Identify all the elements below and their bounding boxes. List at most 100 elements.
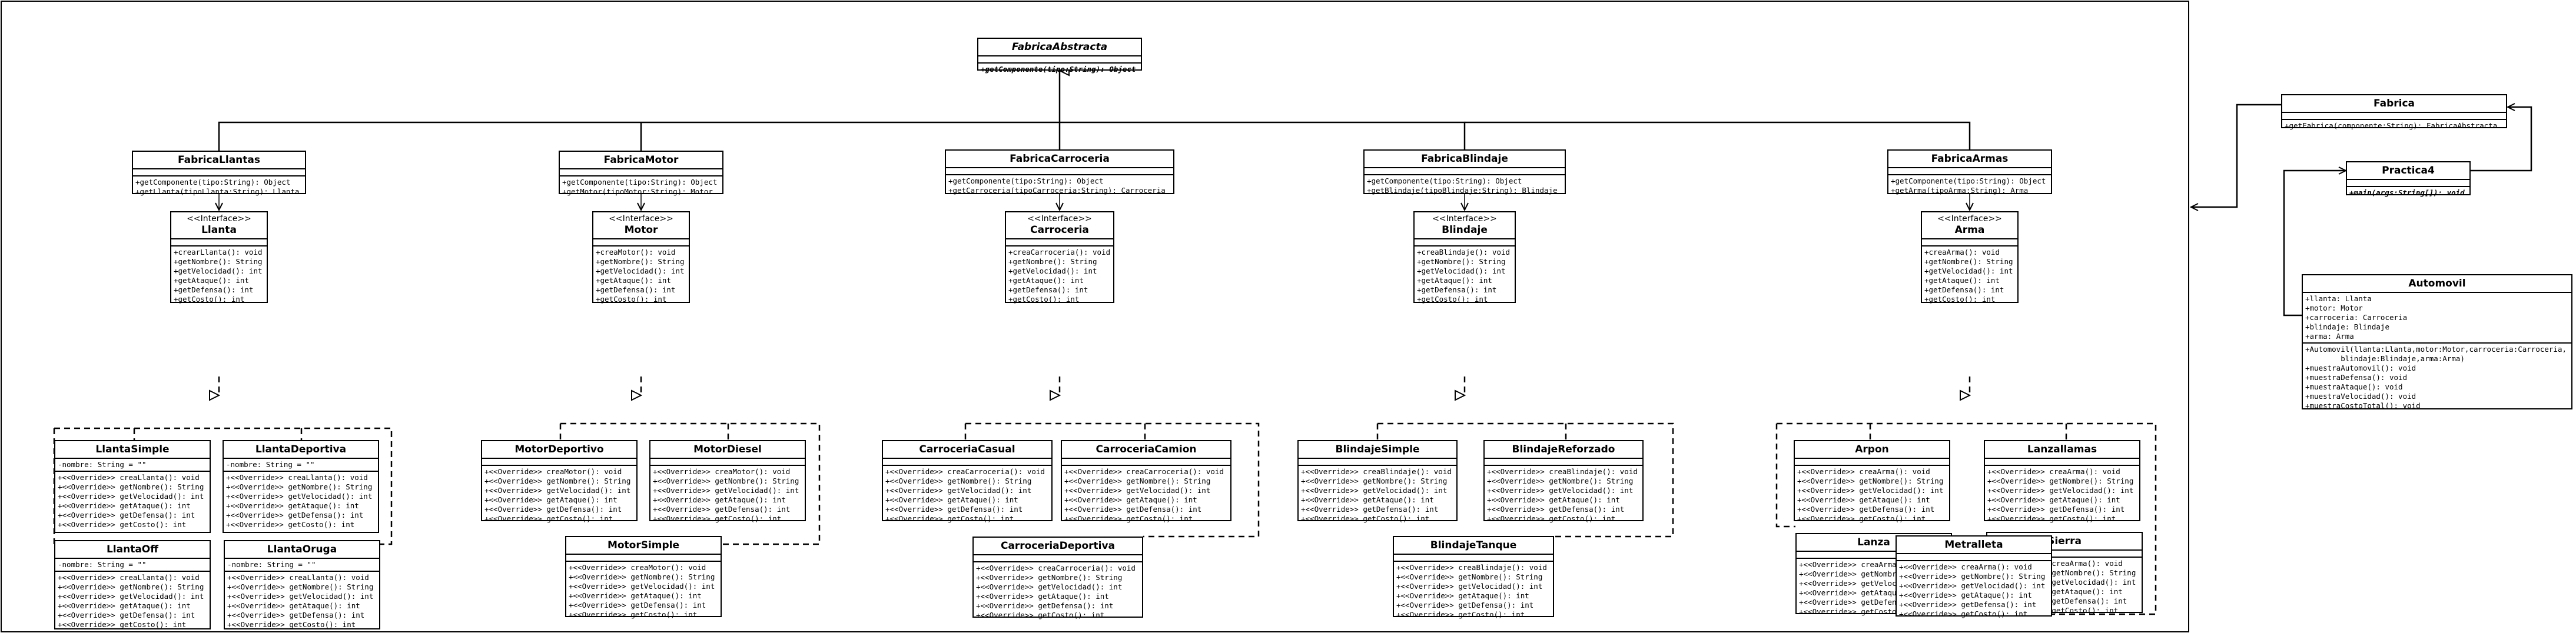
fields: [593, 239, 689, 246]
member-line: +getComponente(tipo:String): Object: [562, 178, 718, 186]
class-motor-simple[interactable]: MotorSimple +<<Override>> creaMotor(): v…: [565, 536, 722, 619]
fields: [560, 169, 722, 176]
member-line: +getComponente(tipo:String): Object: [981, 65, 1136, 74]
class-arpon[interactable]: Arpon +<<Override>> creaArma(): void+<<O…: [1794, 440, 1950, 523]
class-blindaje-simple[interactable]: BlindajeSimple +<<Override>> creaBlindaj…: [1297, 440, 1458, 523]
class-llanta-deportiva[interactable]: LlantaDeportiva -nombre: String = "" +<<…: [223, 440, 379, 533]
class-name: FabricaArmas: [1888, 151, 2051, 168]
class-automovil[interactable]: Automovil +llanta: Llanta+motor: Motor+c…: [2302, 274, 2572, 410]
fields: [1922, 239, 2017, 246]
class-fabrica[interactable]: Fabrica +getFabrica(componente:String): …: [2281, 94, 2507, 130]
class-fabrica-abstracta[interactable]: FabricaAbstracta +getComponente(tipo:Str…: [977, 38, 1142, 74]
class-name: Lanzallamas: [1985, 441, 2139, 459]
interface-carroceria[interactable]: <<Interface>>Carroceria +creaCarroceria(…: [1005, 211, 1114, 304]
methods: +crearLlanta(): void+getNombre(): String…: [171, 246, 267, 305]
member-line: +<<Override>> getCosto(): int: [1987, 514, 2116, 523]
fields: [1062, 459, 1230, 466]
methods: +<<Override>> creaArma(): void+<<Overrid…: [1795, 466, 1949, 525]
member-line: +<<Override>> getNombre(): String: [885, 477, 1032, 485]
class-blindaje-tanque[interactable]: BlindajeTanque +<<Override>> creaBlindaj…: [1393, 536, 1554, 619]
stereotype: <<Interface>>: [187, 214, 251, 224]
member-line: +<<Override>> getAtaque(): int: [1064, 495, 1197, 504]
class-fabrica-carroceria[interactable]: FabricaCarroceria +getComponente(tipo:St…: [945, 149, 1174, 195]
interface-arma[interactable]: <<Interface>>Arma +creaArma(): void+getN…: [1921, 211, 2019, 304]
member-line: +<<Override>> getVelocidad(): int: [885, 486, 1032, 495]
member-line: +main(args:String[]): void: [2349, 188, 2465, 197]
class-llanta-off[interactable]: LlantaOff -nombre: String = "" +<<Overri…: [54, 540, 211, 629]
member-line: +<<Override>> getCosto(): int: [976, 611, 1105, 619]
class-metralleta[interactable]: Metralleta +<<Override>> creaArma(): voi…: [1896, 535, 2052, 618]
class-name: Arpon: [1795, 441, 1949, 459]
interface-llanta[interactable]: <<Interface>>Llanta +crearLlanta(): void…: [170, 211, 268, 305]
member-line: +<<Override>> creaCarroceria(): void: [1064, 467, 1224, 476]
fields: [1987, 551, 2142, 558]
interface-name: Arma: [1954, 224, 1985, 236]
member-line: +<<Override>> creaMotor(): void: [653, 467, 791, 476]
member-line: +<<Override>> creaCarroceria(): void: [885, 467, 1045, 476]
member-line: +getDefensa(): int: [1008, 285, 1088, 294]
interface-name: Motor: [624, 224, 658, 236]
member-line: +muestraVelocidad(): void: [2305, 392, 2416, 401]
methods: +<<Override>> creaLlanta(): void+<<Overr…: [224, 472, 378, 531]
class-name: BlindajeReforzado: [1485, 441, 1642, 459]
member-line: +<<Override>> getDefensa(): int: [484, 505, 622, 514]
class-name: <<Interface>>Llanta: [171, 212, 267, 239]
member-line: +<<Override>> getAtaque(): int: [1396, 591, 1529, 600]
methods: +getComponente(tipo:String): Object+getL…: [133, 176, 305, 198]
methods: +<<Override>> creaBlindaje(): void+<<Ove…: [1485, 466, 1642, 525]
member-line: +<<Override>> getNombre(): String: [227, 582, 374, 591]
class-llanta-simple[interactable]: LlantaSimple -nombre: String = "" +<<Ove…: [54, 440, 211, 533]
interface-name: Carroceria: [1030, 224, 1089, 236]
member-line: +getComponente(tipo:String): Object: [135, 178, 291, 186]
class-practica4[interactable]: Practica4 +main(args:String[]): void: [2346, 161, 2471, 197]
interface-motor[interactable]: <<Interface>>Motor +creaMotor(): void+ge…: [592, 211, 690, 305]
member-line: +<<Override>> creaBlindaje(): void: [1487, 467, 1638, 476]
class-fabrica-llantas[interactable]: FabricaLlantas +getComponente(tipo:Strin…: [132, 151, 306, 196]
fields: [650, 459, 805, 466]
class-blindaje-reforzado[interactable]: BlindajeReforzado +<<Override>> creaBlin…: [1483, 440, 1644, 523]
class-name: LlantaSimple: [55, 441, 210, 459]
class-fabrica-blindaje[interactable]: FabricaBlindaje +getComponente(tipo:Stri…: [1363, 149, 1566, 195]
fields: [1985, 459, 2139, 466]
member-line: +getDefensa(): int: [1924, 285, 2004, 294]
member-line: +getDefensa(): int: [1417, 285, 1497, 294]
class-carroceria-deportiva[interactable]: CarroceriaDeportiva +<<Override>> creaCa…: [972, 537, 1143, 619]
member-line: +<<Override>> getVelocidad(): int: [1064, 486, 1211, 495]
class-motor-diesel[interactable]: MotorDiesel +<<Override>> creaMotor(): v…: [649, 440, 806, 523]
member-line: +<<Override>> getDefensa(): int: [1396, 601, 1534, 609]
fabrica-uses-abstracta: [2191, 104, 2281, 207]
class-name: CarroceriaDeportiva: [974, 538, 1142, 555]
fields: [1006, 239, 1113, 246]
member-line: +llanta: Llanta: [2305, 294, 2372, 303]
class-carroceria-casual[interactable]: CarroceriaCasual +<<Override>> creaCarro…: [882, 440, 1053, 523]
class-motor-deportivo[interactable]: MotorDeportivo +<<Override>> creaMotor()…: [481, 440, 638, 523]
member-line: +<<Override>> getCosto(): int: [1064, 514, 1193, 523]
member-line: +<<Override>> getNombre(): String: [1987, 477, 2134, 485]
interface-blindaje[interactable]: <<Interface>>Blindaje +creaBlindaje(): v…: [1413, 211, 1516, 304]
class-name: CarroceriaCamion: [1062, 441, 1230, 459]
member-line: +<<Override>> getVelocidad(): int: [1301, 486, 1448, 495]
member-line: +getCosto(): int: [1924, 295, 1996, 304]
methods: +creaMotor(): void+getNombre(): String+g…: [593, 246, 689, 305]
member-line: +<<Override>> getDefensa(): int: [226, 511, 364, 519]
class-fabrica-motor[interactable]: FabricaMotor +getComponente(tipo:String)…: [559, 151, 723, 196]
class-carroceria-camion[interactable]: CarroceriaCamion +<<Override>> creaCarro…: [1061, 440, 1231, 523]
member-line: +<<Override>> getAtaque(): int: [1301, 495, 1434, 504]
fields: [566, 555, 721, 562]
member-line: -nombre: String = "": [226, 460, 315, 469]
class-name: Metralleta: [1897, 537, 2051, 554]
member-line: +creaCarroceria(): void: [1008, 248, 1111, 256]
member-line: +getNombre(): String: [596, 257, 685, 266]
fields: [883, 459, 1051, 466]
member-line: +<<Override>> getCosto(): int: [1301, 514, 1430, 523]
member-line: +getVelocidad(): int: [1417, 266, 1506, 275]
stereotype: <<Interface>>: [609, 214, 673, 224]
class-llanta-oruga[interactable]: LlantaOruga -nombre: String = "" +<<Over…: [224, 540, 380, 629]
member-line: +motor: Motor: [2305, 304, 2363, 312]
member-line: +<<Override>> getVelocidad(): int: [1797, 486, 1944, 495]
member-line: +<<Override>> creaBlindaje(): void: [1396, 563, 1547, 572]
class-fabrica-armas[interactable]: FabricaArmas +getComponente(tipo:String)…: [1887, 149, 2052, 195]
class-lanzallamas[interactable]: Lanzallamas +<<Override>> creaArma(): vo…: [1984, 440, 2140, 523]
member-line: -nombre: String = "": [58, 460, 147, 469]
